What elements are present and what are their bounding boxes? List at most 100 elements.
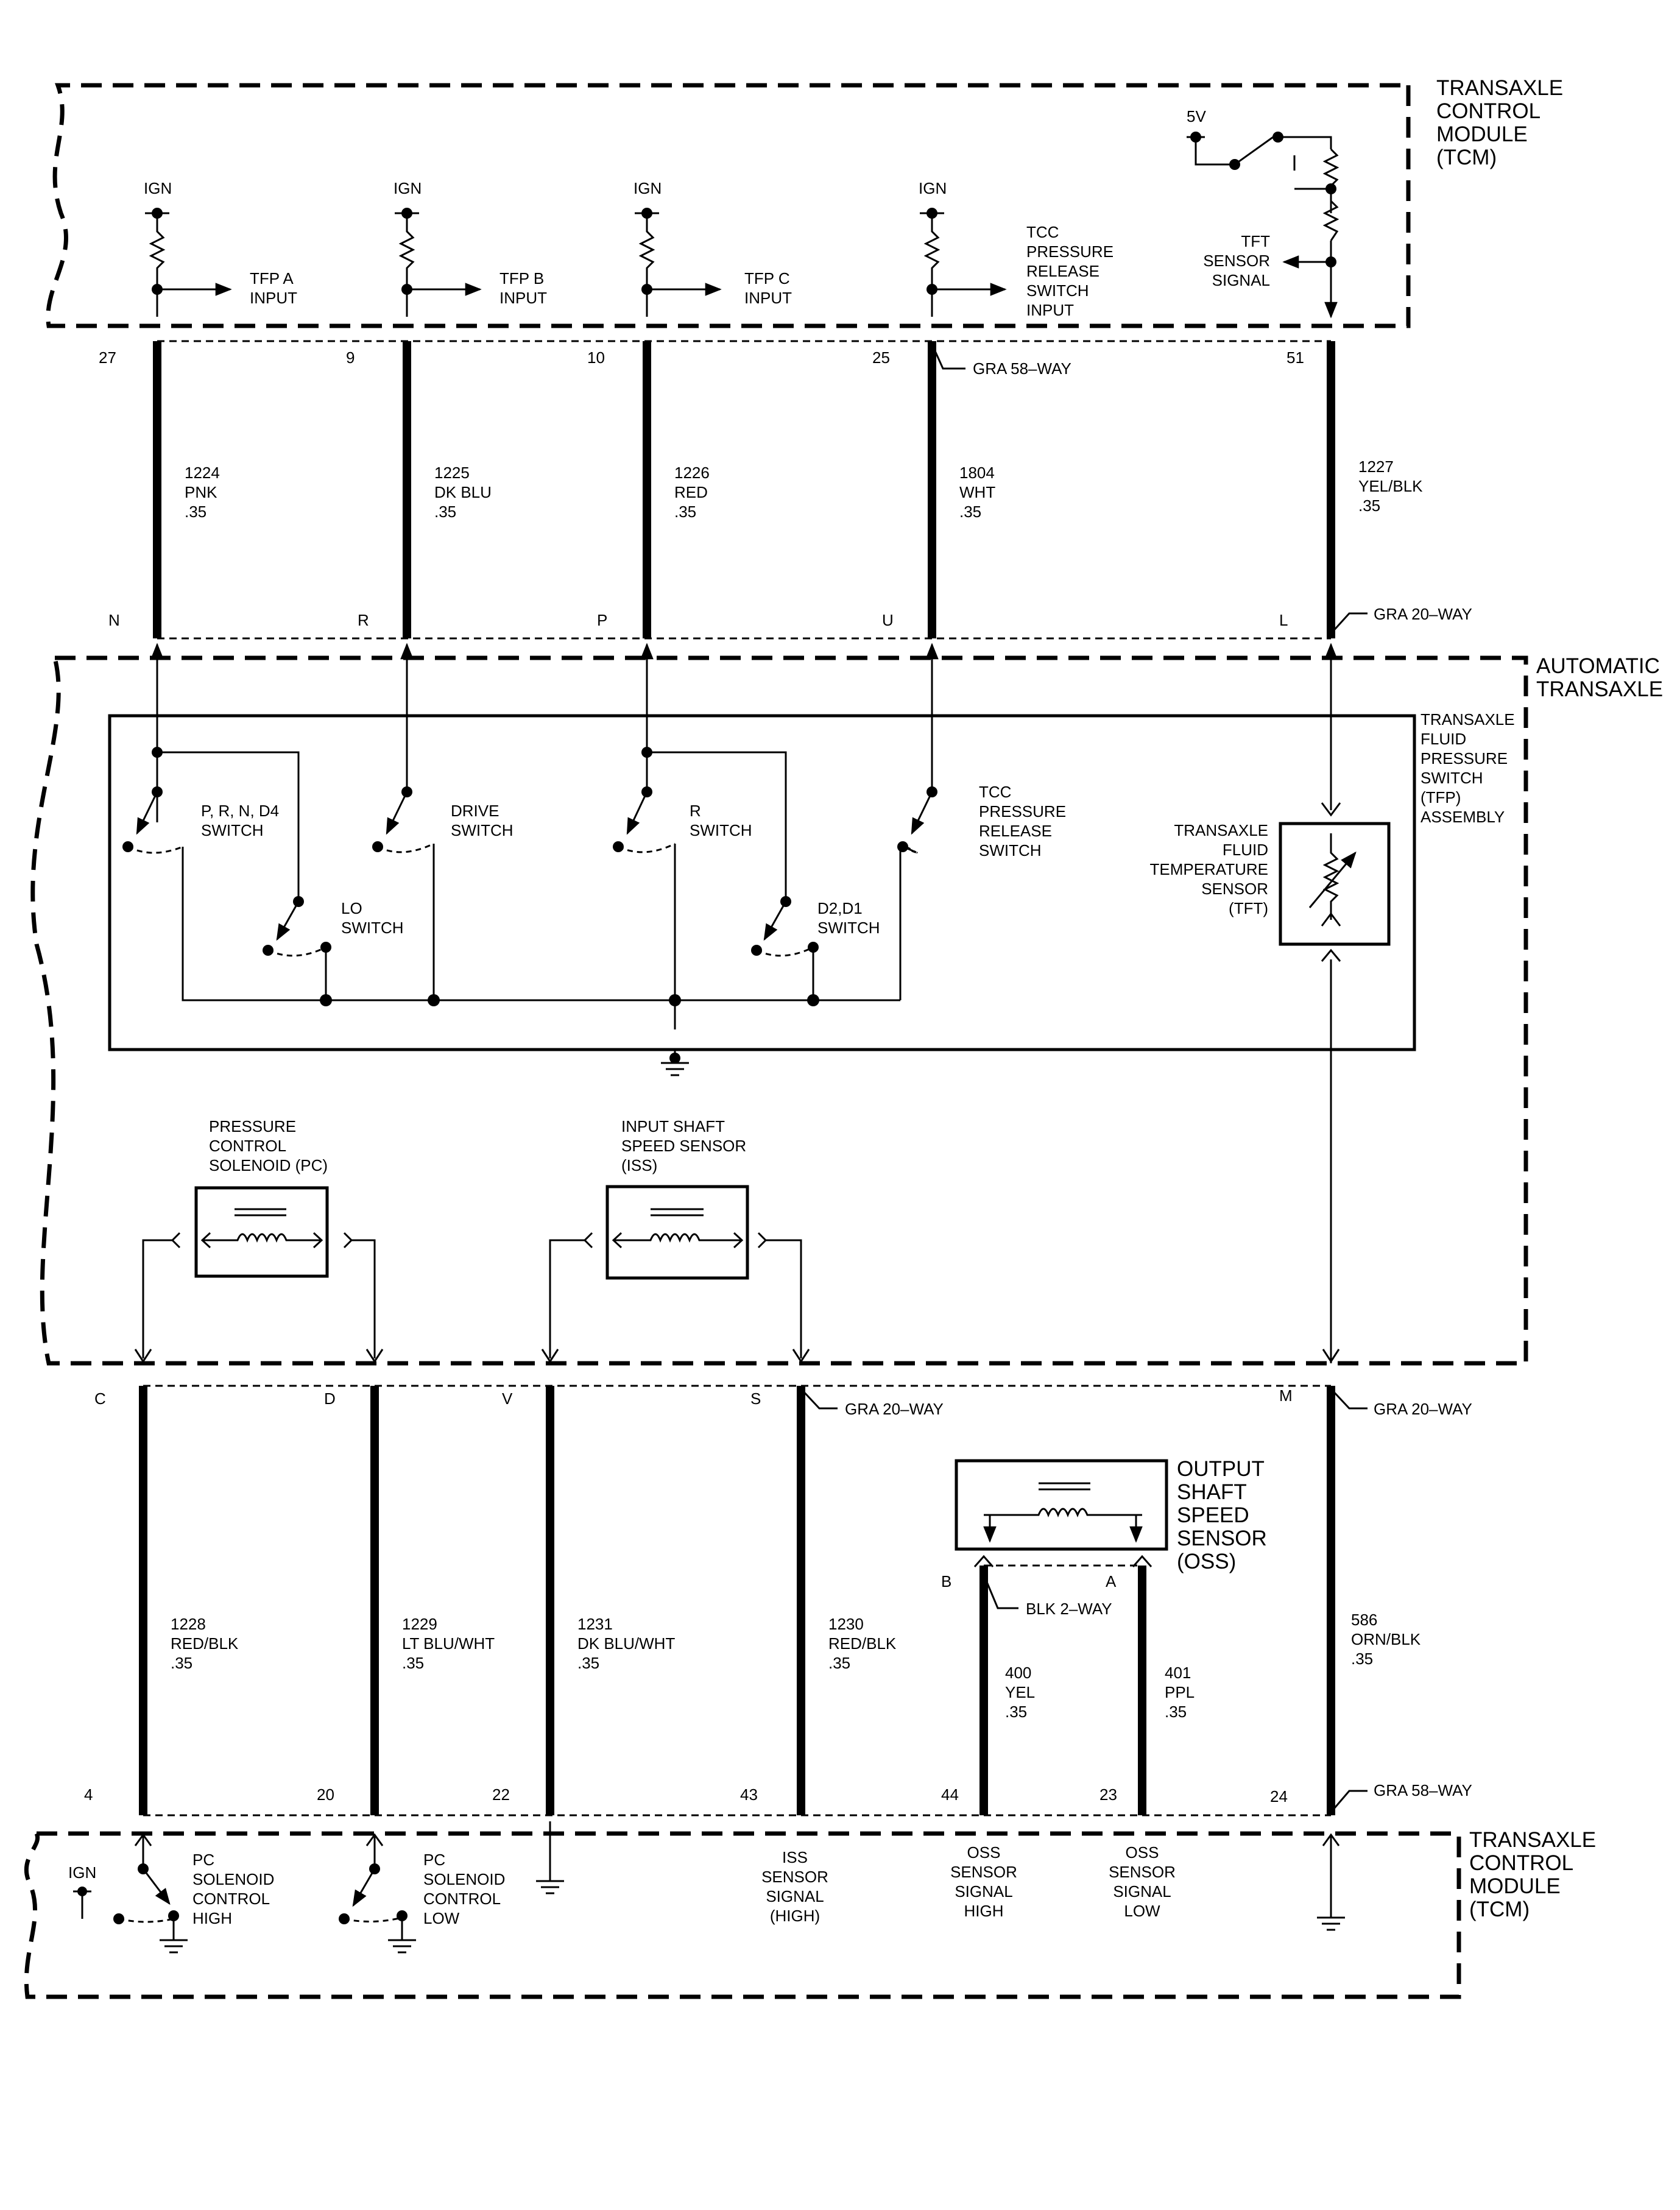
svg-text:TFP A: TFP A [250,269,294,288]
iss-signal-high-label: ISS SENSOR SIGNAL (HIGH) [761,1848,828,1925]
svg-text:5V: 5V [1187,107,1206,125]
tft-sensor-signal-label: TFT SENSOR SIGNAL [1203,232,1270,289]
svg-text:IGN: IGN [144,179,172,197]
svg-text:24: 24 [1270,1787,1288,1806]
svg-text:20: 20 [317,1785,334,1804]
upper-passthrough [150,643,1338,716]
svg-text:.35: .35 [1005,1703,1027,1721]
svg-text:1229: 1229 [402,1615,437,1633]
svg-text:TEMPERATURE: TEMPERATURE [1149,860,1268,878]
svg-text:RELEASE: RELEASE [1026,262,1099,280]
svg-text:PRESSURE: PRESSURE [1026,242,1114,261]
svg-text:CONTROL: CONTROL [209,1137,286,1155]
svg-text:1228: 1228 [171,1615,206,1633]
svg-text:INPUT: INPUT [499,289,547,307]
svg-text:SENSOR: SENSOR [950,1863,1017,1881]
cavity-label: M [1279,1386,1293,1405]
svg-text:OUTPUT: OUTPUT [1177,1457,1265,1481]
svg-text:SENSOR: SENSOR [1203,252,1270,270]
svg-text:OSS: OSS [967,1843,1001,1862]
iss-sensor: INPUT SHAFT SPEED SENSOR (ISS) [541,1117,810,1363]
svg-text:.35: .35 [185,503,206,521]
svg-text:TRANSAXLE: TRANSAXLE [1536,677,1663,701]
svg-text:23: 23 [1099,1785,1117,1804]
svg-text:YEL/BLK: YEL/BLK [1358,477,1423,495]
tft-sensor-label: TRANSAXLE FLUID TEMPERATURE SENSOR (TFT) [1149,821,1268,917]
svg-text:IGN: IGN [919,179,947,197]
svg-text:1804: 1804 [959,464,995,482]
svg-text:CONTROL: CONTROL [423,1890,501,1908]
svg-text:DRIVE: DRIVE [451,802,499,820]
svg-text:.35: .35 [577,1654,599,1672]
svg-text:SOLENOID: SOLENOID [423,1870,505,1888]
cavity-label: V [502,1389,513,1408]
pin-label: 9 [346,348,355,367]
svg-text:.35: .35 [959,503,981,521]
oss-signal-high-label: OSS SENSOR SIGNAL HIGH [950,1843,1017,1920]
svg-text:CONTROL: CONTROL [192,1890,270,1908]
pin-label: 27 [99,348,116,367]
svg-text:SIGNAL: SIGNAL [1212,271,1270,289]
svg-text:1227: 1227 [1358,457,1394,476]
svg-text:R: R [358,611,369,629]
svg-text:DK BLU/WHT: DK BLU/WHT [577,1634,675,1653]
svg-text:SPEED: SPEED [1177,1503,1249,1527]
svg-text:SIGNAL: SIGNAL [1113,1882,1171,1901]
pin-label: 25 [872,348,890,367]
svg-text:SOLENOID (PC): SOLENOID (PC) [209,1156,328,1174]
pc-control-high-label: PC SOLENOID CONTROL HIGH [192,1851,274,1927]
svg-text:PC: PC [192,1851,214,1869]
svg-text:IGN: IGN [634,179,662,197]
svg-text:SHAFT: SHAFT [1177,1480,1247,1504]
svg-text:PNK: PNK [185,483,217,501]
svg-text:(ISS): (ISS) [621,1156,657,1174]
svg-text:WHT: WHT [959,483,995,501]
svg-text:SENSOR: SENSOR [1177,1527,1267,1550]
connector-blk2way: BLK 2–WAY [1026,1600,1112,1618]
tft-sensor: TRANSAXLE FLUID TEMPERATURE SENSOR (TFT) [1149,716,1391,1363]
svg-text:MODULE: MODULE [1436,122,1528,146]
tcm-bottom-module: TRANSAXLE CONTROL MODULE (TCM) IGN PC SO… [24,1821,1596,1999]
svg-text:SENSOR: SENSOR [761,1868,828,1886]
svg-text:SWITCH: SWITCH [690,821,752,839]
svg-text:INPUT: INPUT [1026,301,1074,319]
svg-text:FLUID: FLUID [1223,841,1268,859]
svg-text:LOW: LOW [423,1909,460,1927]
automatic-transaxle: AUTOMATIC TRANSAXLE TRANSAXLE FLUID PRES… [30,643,1663,1366]
svg-text:.35: .35 [402,1654,424,1672]
connector-gra58-bottom: GRA 58–WAY [1374,1781,1472,1799]
svg-text:(TCM): (TCM) [1436,146,1497,169]
svg-text:PRESSURE: PRESSURE [209,1117,296,1135]
upper-harness: 27 9 10 25 51 1224 PNK .35 1225 DK BLU .… [99,340,1472,640]
svg-text:P: P [597,611,607,629]
tcm-bottom-title: TRANSAXLE CONTROL MODULE (TCM) [1469,1828,1596,1921]
svg-text:PRESSURE: PRESSURE [979,802,1066,821]
svg-text:SIGNAL: SIGNAL [955,1882,1012,1901]
oss-title: OUTPUT SHAFT SPEED SENSOR (OSS) [1177,1457,1267,1573]
svg-text:43: 43 [740,1785,758,1804]
svg-text:1231: 1231 [577,1615,613,1633]
svg-text:IGN: IGN [394,179,422,197]
svg-text:1230: 1230 [828,1615,864,1633]
svg-text:TRANSAXLE: TRANSAXLE [1469,1828,1596,1852]
svg-text:PPL: PPL [1165,1683,1195,1701]
oss-cavity-a: A [1106,1572,1117,1590]
svg-text:4: 4 [84,1785,93,1804]
svg-text:RED: RED [674,483,708,501]
tcm-top-module: TRANSAXLE CONTROL MODULE (TCM) 5V [46,76,1563,328]
iss-sensor-label: INPUT SHAFT SPEED SENSOR (ISS) [621,1117,746,1174]
tcm-top-title: TRANSAXLE CONTROL MODULE (TCM) [1436,76,1563,169]
oss-cavity-b: B [941,1572,951,1590]
svg-text:SWITCH: SWITCH [451,821,514,839]
svg-text:1226: 1226 [674,464,710,482]
pc-solenoid: PRESSURE CONTROL SOLENOID (PC) [134,1117,384,1363]
svg-text:RED/BLK: RED/BLK [171,1634,239,1653]
svg-text:N: N [108,611,120,629]
connector-gra20-mid1: GRA 20–WAY [845,1400,944,1418]
lower-harness: C D V S M 1228 RED/BLK .35 1229 LT BLU/W… [84,1385,1472,1816]
